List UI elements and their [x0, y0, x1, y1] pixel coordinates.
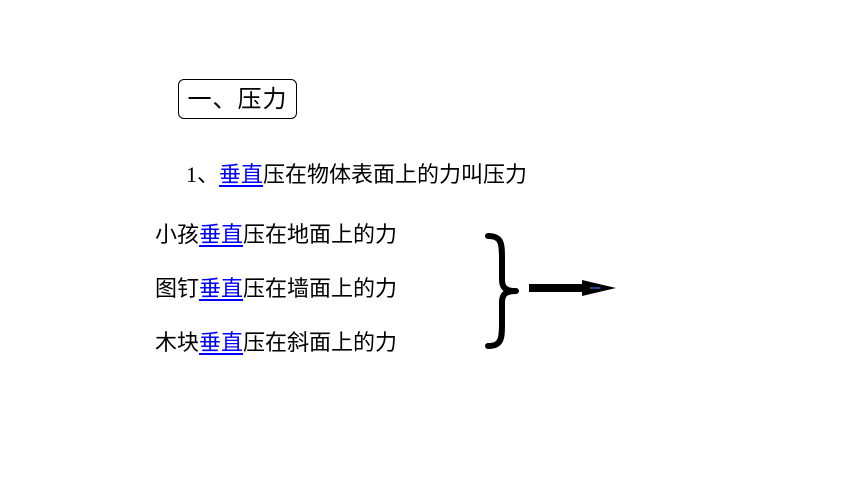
example-subject: 小孩	[155, 223, 200, 248]
example-line: 木块垂直压在斜面上的力	[155, 329, 397, 359]
example-text: 压在斜面上的力	[243, 331, 398, 356]
definition-text: 压在物体表面上的力叫压力	[263, 163, 528, 188]
example-highlight: 垂直	[199, 223, 244, 248]
example-subject: 木块	[155, 331, 200, 356]
example-line: 图钉垂直压在墙面上的力	[155, 275, 397, 305]
definition-highlight: 垂直	[219, 163, 264, 188]
section-title: 一、压力	[187, 85, 288, 113]
example-subject: 图钉	[155, 277, 200, 302]
definition-line: 1、垂直压在物体表面上的力叫压力	[186, 160, 527, 191]
example-line: 小孩垂直压在地面上的力	[155, 221, 397, 251]
example-highlight: 垂直	[199, 331, 244, 356]
right-arrow-icon	[529, 280, 616, 296]
example-text: 压在地面上的力	[243, 223, 398, 248]
right-curly-brace-icon	[485, 233, 519, 349]
definition-number: 1、	[186, 162, 220, 187]
section-title-box: 一、压力	[178, 79, 297, 119]
example-text: 压在墙面上的力	[243, 277, 398, 302]
example-highlight: 垂直	[199, 277, 244, 302]
